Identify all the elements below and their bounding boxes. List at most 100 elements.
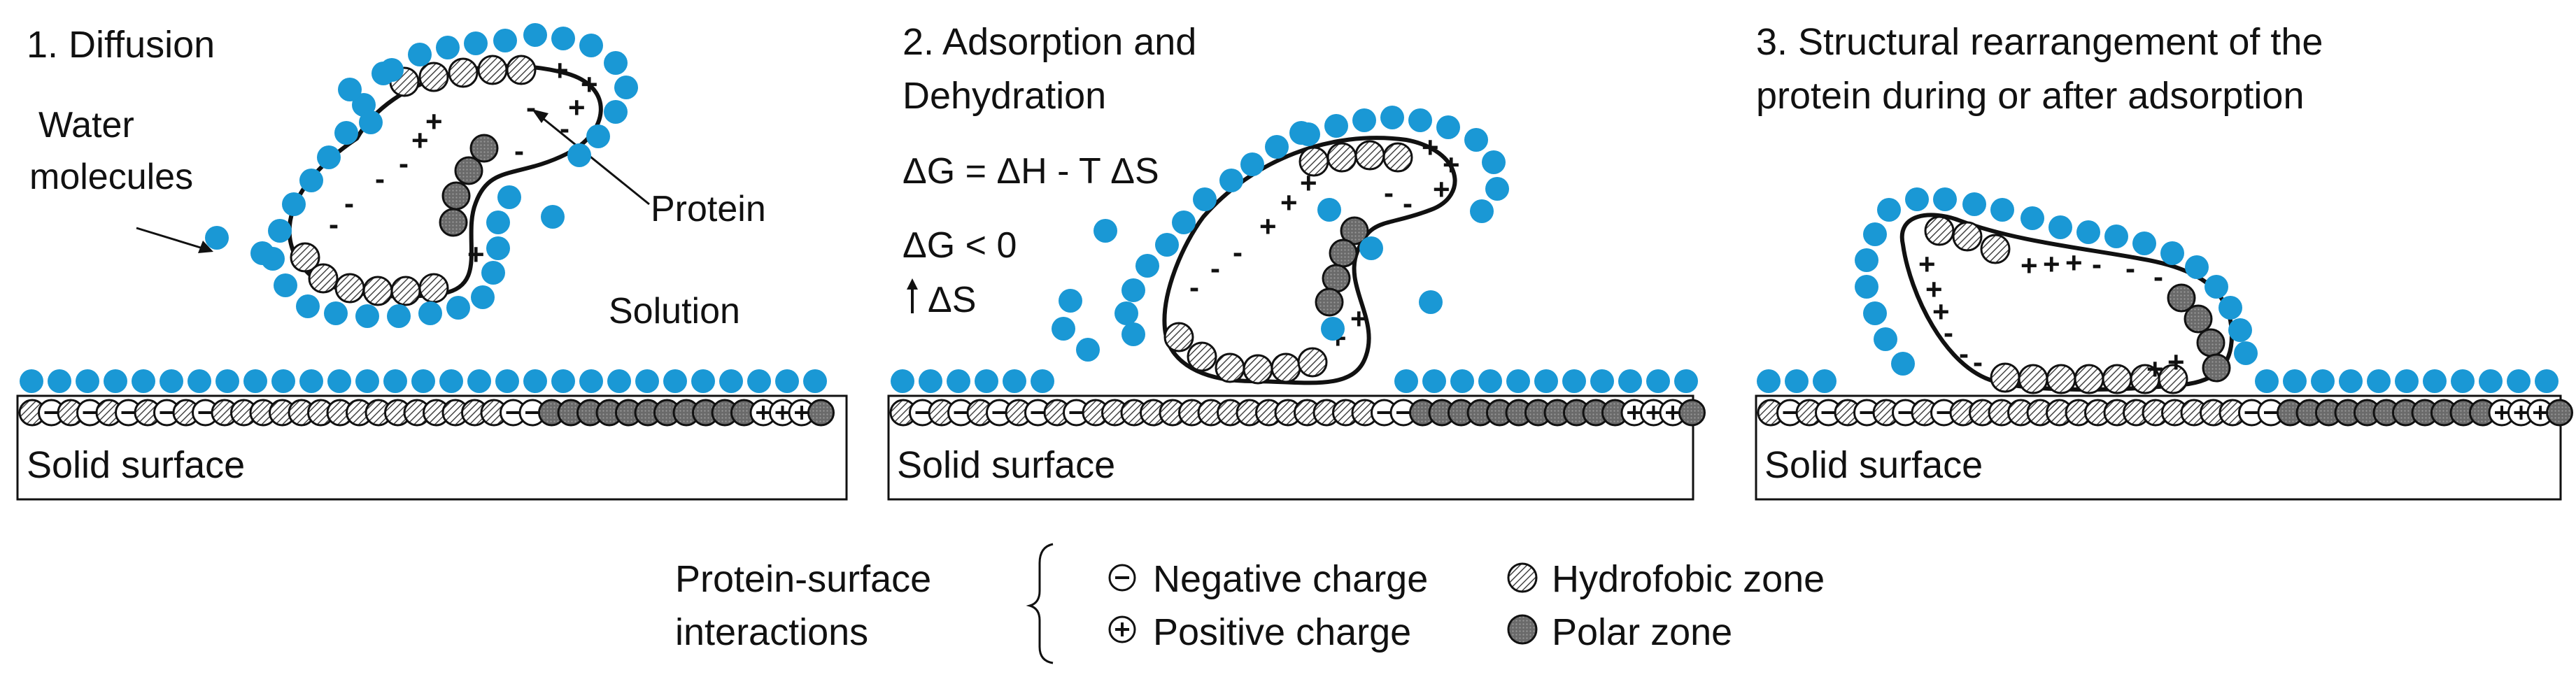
water-molecule xyxy=(1155,233,1179,257)
svg-text:+: + xyxy=(1300,166,1317,199)
water-molecule xyxy=(160,369,183,393)
water-molecule xyxy=(586,124,610,148)
water-molecule xyxy=(551,369,575,393)
svg-text:+: + xyxy=(2167,345,2185,378)
water-molecule xyxy=(635,369,659,393)
panel-diffusion: 1. Diffusion Water molecules Protein Sol… xyxy=(20,23,827,393)
water-molecule xyxy=(1380,106,1404,129)
water-molecule xyxy=(464,31,488,55)
water-molecule xyxy=(1674,369,1698,393)
water-molecule xyxy=(1962,192,1986,216)
water-molecule xyxy=(1121,322,1145,346)
water-molecule xyxy=(1422,369,1446,393)
svg-text:-: - xyxy=(560,112,569,145)
protein-2-hydrophobic-residues xyxy=(1163,140,1413,385)
water-molecule xyxy=(1478,369,1502,393)
water-molecule xyxy=(1394,369,1418,393)
water-molecule xyxy=(2132,231,2156,255)
water-molecule xyxy=(497,185,521,209)
panel-2-title-line1: 2. Adsorption and xyxy=(903,21,1196,63)
water-molecule xyxy=(719,369,743,393)
svg-text:-: - xyxy=(329,208,339,241)
water-molecule xyxy=(205,226,229,250)
water-molecule xyxy=(1855,275,1878,299)
water-molecule xyxy=(268,219,292,243)
svg-text:-: - xyxy=(2153,260,2163,293)
water-molecule xyxy=(663,369,687,393)
water-molecule xyxy=(567,143,591,167)
water-molecule xyxy=(1562,369,1586,393)
water-molecule xyxy=(215,369,239,393)
svg-text:+: + xyxy=(425,105,443,138)
water-molecule xyxy=(338,78,362,101)
water-molecule xyxy=(1094,219,1117,243)
water-molecule xyxy=(1990,198,2014,222)
water-molecule xyxy=(2076,220,2100,244)
polar-residue xyxy=(2546,399,2573,427)
water-molecule xyxy=(76,369,99,393)
water-molecule xyxy=(2283,369,2307,393)
water-molecule xyxy=(2234,341,2258,365)
water-molecule xyxy=(1534,369,1558,393)
water-molecule xyxy=(2507,369,2531,393)
water-molecule xyxy=(387,304,411,328)
water-molecule xyxy=(607,369,631,393)
water-molecule xyxy=(523,23,547,47)
water-molecule xyxy=(1785,369,1809,393)
svg-text:+: + xyxy=(1350,302,1368,335)
water-molecule xyxy=(355,369,379,393)
svg-text:+: + xyxy=(1925,273,1943,306)
legend-heading-line2: interactions xyxy=(675,611,868,653)
water-molecule xyxy=(1121,278,1145,302)
water-molecule xyxy=(2451,369,2475,393)
surface-2-label: Solid surface xyxy=(897,444,1115,486)
water-molecule xyxy=(541,205,565,229)
water-molecule xyxy=(317,145,341,169)
surface-3-residues xyxy=(1757,399,2573,427)
water-molecule xyxy=(1076,338,1100,362)
water-molecule xyxy=(439,369,463,393)
water-molecule xyxy=(250,241,274,265)
legend-heading-line1: Protein-surface xyxy=(675,558,931,600)
water-pointer-arrow xyxy=(136,227,206,250)
water-molecule xyxy=(20,369,43,393)
svg-text:-: - xyxy=(514,134,524,167)
water-molecule xyxy=(1052,317,1075,341)
water-molecule xyxy=(803,369,827,393)
water-molecule xyxy=(371,62,395,85)
svg-text:+: + xyxy=(411,124,429,157)
water-molecule xyxy=(359,111,383,134)
water-molecule xyxy=(1419,290,1443,314)
water-molecule xyxy=(1359,236,1383,260)
svg-text:+: + xyxy=(1932,295,1950,328)
surface-1-residues xyxy=(18,399,835,427)
gibbs-negative: ΔG < 0 xyxy=(903,225,1017,266)
water-molecule xyxy=(2535,369,2559,393)
protein-3-hydrophobic-residues xyxy=(1924,215,2188,394)
water-molecule xyxy=(1863,301,1887,325)
entropy-up-arrowhead xyxy=(907,278,918,290)
water-molecule xyxy=(282,192,306,216)
water-molecule xyxy=(2367,369,2391,393)
water-molecule xyxy=(1193,187,1217,211)
water-molecule xyxy=(243,369,267,393)
water-molecule xyxy=(1646,369,1670,393)
svg-text:+: + xyxy=(1259,210,1277,243)
svg-text:+: + xyxy=(1443,148,1460,181)
water-molecule xyxy=(274,273,297,297)
svg-text:+: + xyxy=(2043,248,2060,280)
water-molecule xyxy=(2104,225,2128,248)
svg-text:-: - xyxy=(526,91,536,124)
svg-text:+: + xyxy=(1918,248,1936,280)
protein-2-charges: + + + - - + + + - - - + + xyxy=(1189,131,1460,355)
water-molecule xyxy=(579,369,603,393)
polar-residue xyxy=(1678,399,1706,427)
water-molecule xyxy=(271,369,295,393)
water-molecule xyxy=(1905,187,1929,211)
water-molecule xyxy=(775,369,799,393)
solid-surface-3: Solid surface xyxy=(1755,394,2573,501)
solid-surface-1: Solid surface xyxy=(16,394,848,501)
svg-text:-: - xyxy=(1944,316,1953,349)
entropy-increase: ΔS xyxy=(928,280,976,320)
